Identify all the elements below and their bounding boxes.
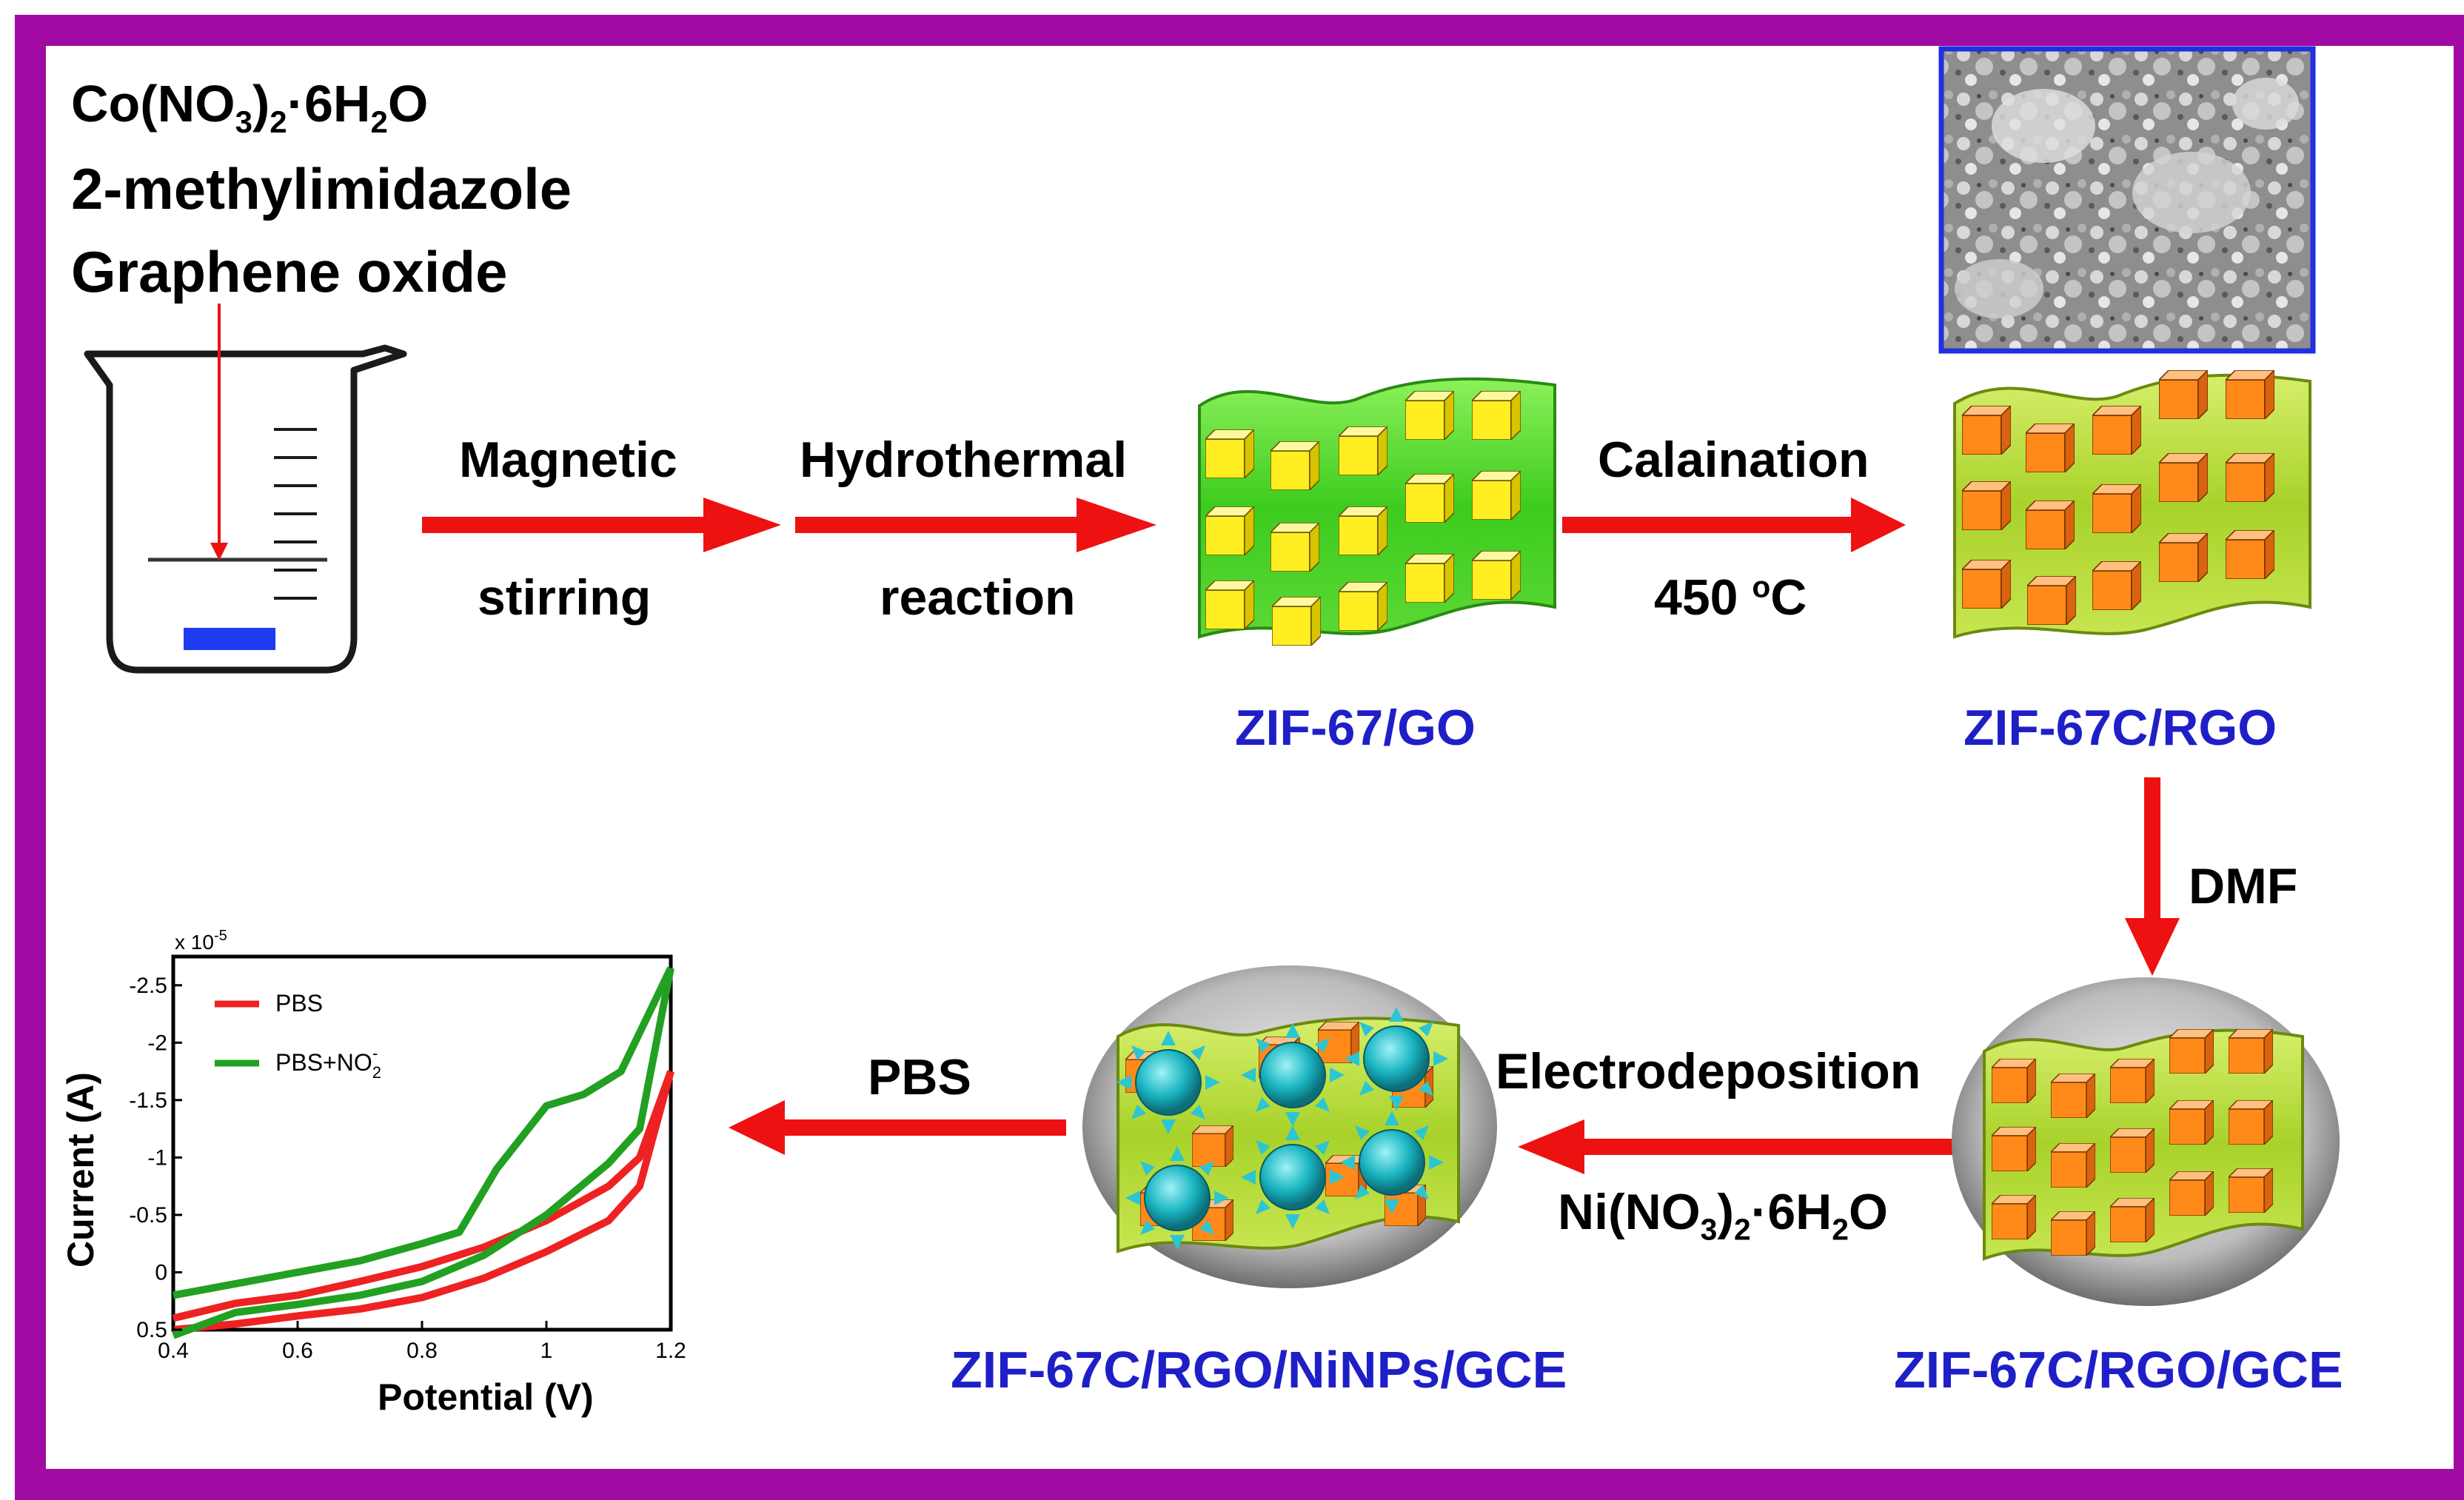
reagent-graphene-oxide: Graphene oxide: [71, 239, 508, 304]
chart-legend: PBS PBS+NO2-: [215, 990, 381, 1082]
beaker-icon: [84, 304, 407, 674]
series-pbs-reverse-sweep: [173, 1070, 674, 1333]
arrow-pbs: [729, 1100, 1066, 1155]
stir-bar: [184, 628, 275, 650]
step-dmf-label: DMF: [2189, 858, 2298, 914]
step-reaction-label: reaction: [880, 569, 1076, 626]
legend-label-pbs: PBS: [275, 990, 323, 1017]
y-tick-label: -1.5: [129, 1088, 167, 1113]
step-pbs-label: PBS: [868, 1049, 971, 1105]
product-zif67-go-label: ZIF-67/GO: [1235, 700, 1476, 756]
zif67c-rgo-sheet: [1953, 370, 2311, 639]
product-zif67c-rgo-label: ZIF-67C/RGO: [1964, 700, 2277, 756]
sem-micrograph: [1938, 46, 2316, 354]
arrow-electrodeposition: [1518, 1119, 1962, 1174]
step-hydrothermal-label: Hydrothermal: [800, 432, 1128, 488]
cv-chart: -2.5 -2 -1.5 -1 -0.5 0 0.5 0.4 0.6 0.8 1 1.2 PBS P…: [60, 928, 686, 1418]
series-nitrite-reverse-sweep: [172, 967, 674, 1339]
step-electrodeposition-label: Electrodeposition: [1496, 1043, 1921, 1099]
product-zif67c-rgo-gce-label: ZIF-67C/RGO/GCE: [1894, 1341, 2343, 1399]
arrow-magnetic-stirring: [422, 498, 781, 552]
arrow-calcination: [1562, 498, 1906, 552]
zif67c-rgo-gce-electrode: [1952, 977, 2340, 1306]
chart-y-label: Current (A): [60, 1072, 101, 1268]
x-tick-label: 1.2: [655, 1339, 686, 1363]
reagent-cobalt-nitrate: Co(NO3)2·6H2O: [71, 75, 429, 139]
y-tick-label: -2: [147, 1031, 167, 1055]
y-tick-label: -2.5: [129, 974, 167, 998]
chart-plot-area: [171, 954, 673, 1332]
series-pbs-forward-sweep: [172, 1070, 674, 1322]
zif67-go-sheet: [1198, 377, 1556, 646]
chart-x-label: Potential (V): [378, 1376, 594, 1418]
step-calcination-label: Calaination: [1598, 432, 1869, 488]
y-tick-label: -0.5: [129, 1203, 167, 1228]
reagent-methylimidazole: 2-methylimidazole: [71, 156, 572, 221]
chart-y-multiplier: x 10-5: [175, 928, 227, 954]
nickel-nanoparticles: [1116, 1007, 1448, 1250]
x-tick-label: 0.4: [158, 1339, 189, 1363]
x-tick-label: 0.6: [282, 1339, 313, 1363]
y-tick-label: -1: [147, 1145, 167, 1170]
y-tick-label: 0: [155, 1260, 167, 1285]
y-tick-label: 0.5: [136, 1318, 167, 1342]
legend-label-nitrite: PBS+NO2-: [275, 1044, 381, 1082]
zif67c-rgo-ninps-gce-electrode: [1082, 965, 1497, 1288]
step-magnetic-label: Magnetic: [459, 432, 677, 488]
product-zif67c-rgo-ninps-gce-label: ZIF-67C/RGO/NiNPs/GCE: [951, 1341, 1567, 1399]
arrow-dmf: [2125, 777, 2180, 976]
x-tick-label: 1: [540, 1339, 553, 1363]
series-nitrite-forward-sweep: [173, 966, 674, 1299]
step-stirring-label: stirring: [478, 569, 652, 626]
step-temperature-label: 450 oC: [1654, 569, 1807, 626]
arrow-hydrothermal: [795, 498, 1156, 552]
x-tick-label: 0.8: [406, 1339, 438, 1363]
step-nickel-nitrate-label: Ni(NO3)2·6H2O: [1558, 1184, 1888, 1247]
